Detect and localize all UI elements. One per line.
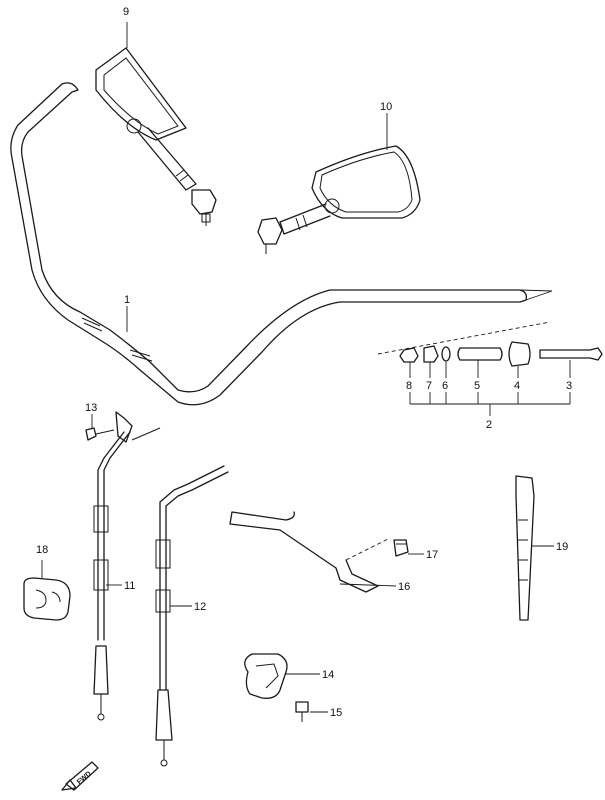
clamp-18: [23, 577, 71, 621]
screw-13: [85, 427, 115, 441]
cable-11: [93, 411, 161, 721]
bolt-15: [295, 701, 309, 722]
callout-7: 7: [426, 380, 432, 392]
callout-labels: 9 10 1 8 7 6 5 4 3 2 13 11 12 16 17 18 1…: [36, 6, 572, 719]
mirror-right: [257, 145, 421, 254]
callout-10: 10: [380, 101, 392, 113]
callout-2: 2: [486, 419, 492, 431]
callout-5: 5: [474, 380, 480, 392]
leader-lines: [41, 22, 571, 713]
callout-14: 14: [322, 669, 334, 681]
callout-4: 4: [514, 380, 520, 392]
cable-12: [155, 465, 229, 767]
callout-17: 17: [426, 549, 438, 561]
bar-end-assembly: [377, 321, 603, 367]
callout-6: 6: [442, 380, 448, 392]
callout-11: 11: [124, 580, 135, 592]
callout-16: 16: [398, 581, 410, 593]
callout-12: 12: [194, 601, 206, 613]
callout-13: 13: [85, 402, 97, 414]
forward-direction-badge: FWD: [61, 761, 99, 791]
bolt-17: [393, 539, 409, 557]
mirror-left: [95, 47, 217, 226]
callout-3: 3: [566, 380, 572, 392]
callout-1: 1: [124, 294, 130, 306]
clip-14: [244, 653, 288, 699]
cable-tie-19: [515, 475, 535, 621]
callout-15: 15: [330, 707, 342, 719]
callout-8: 8: [406, 380, 412, 392]
callout-18: 18: [36, 544, 48, 556]
handlebar: [10, 82, 553, 406]
bracket-wire-16: [229, 511, 391, 593]
callout-19: 19: [556, 541, 568, 553]
callout-9: 9: [123, 6, 129, 18]
